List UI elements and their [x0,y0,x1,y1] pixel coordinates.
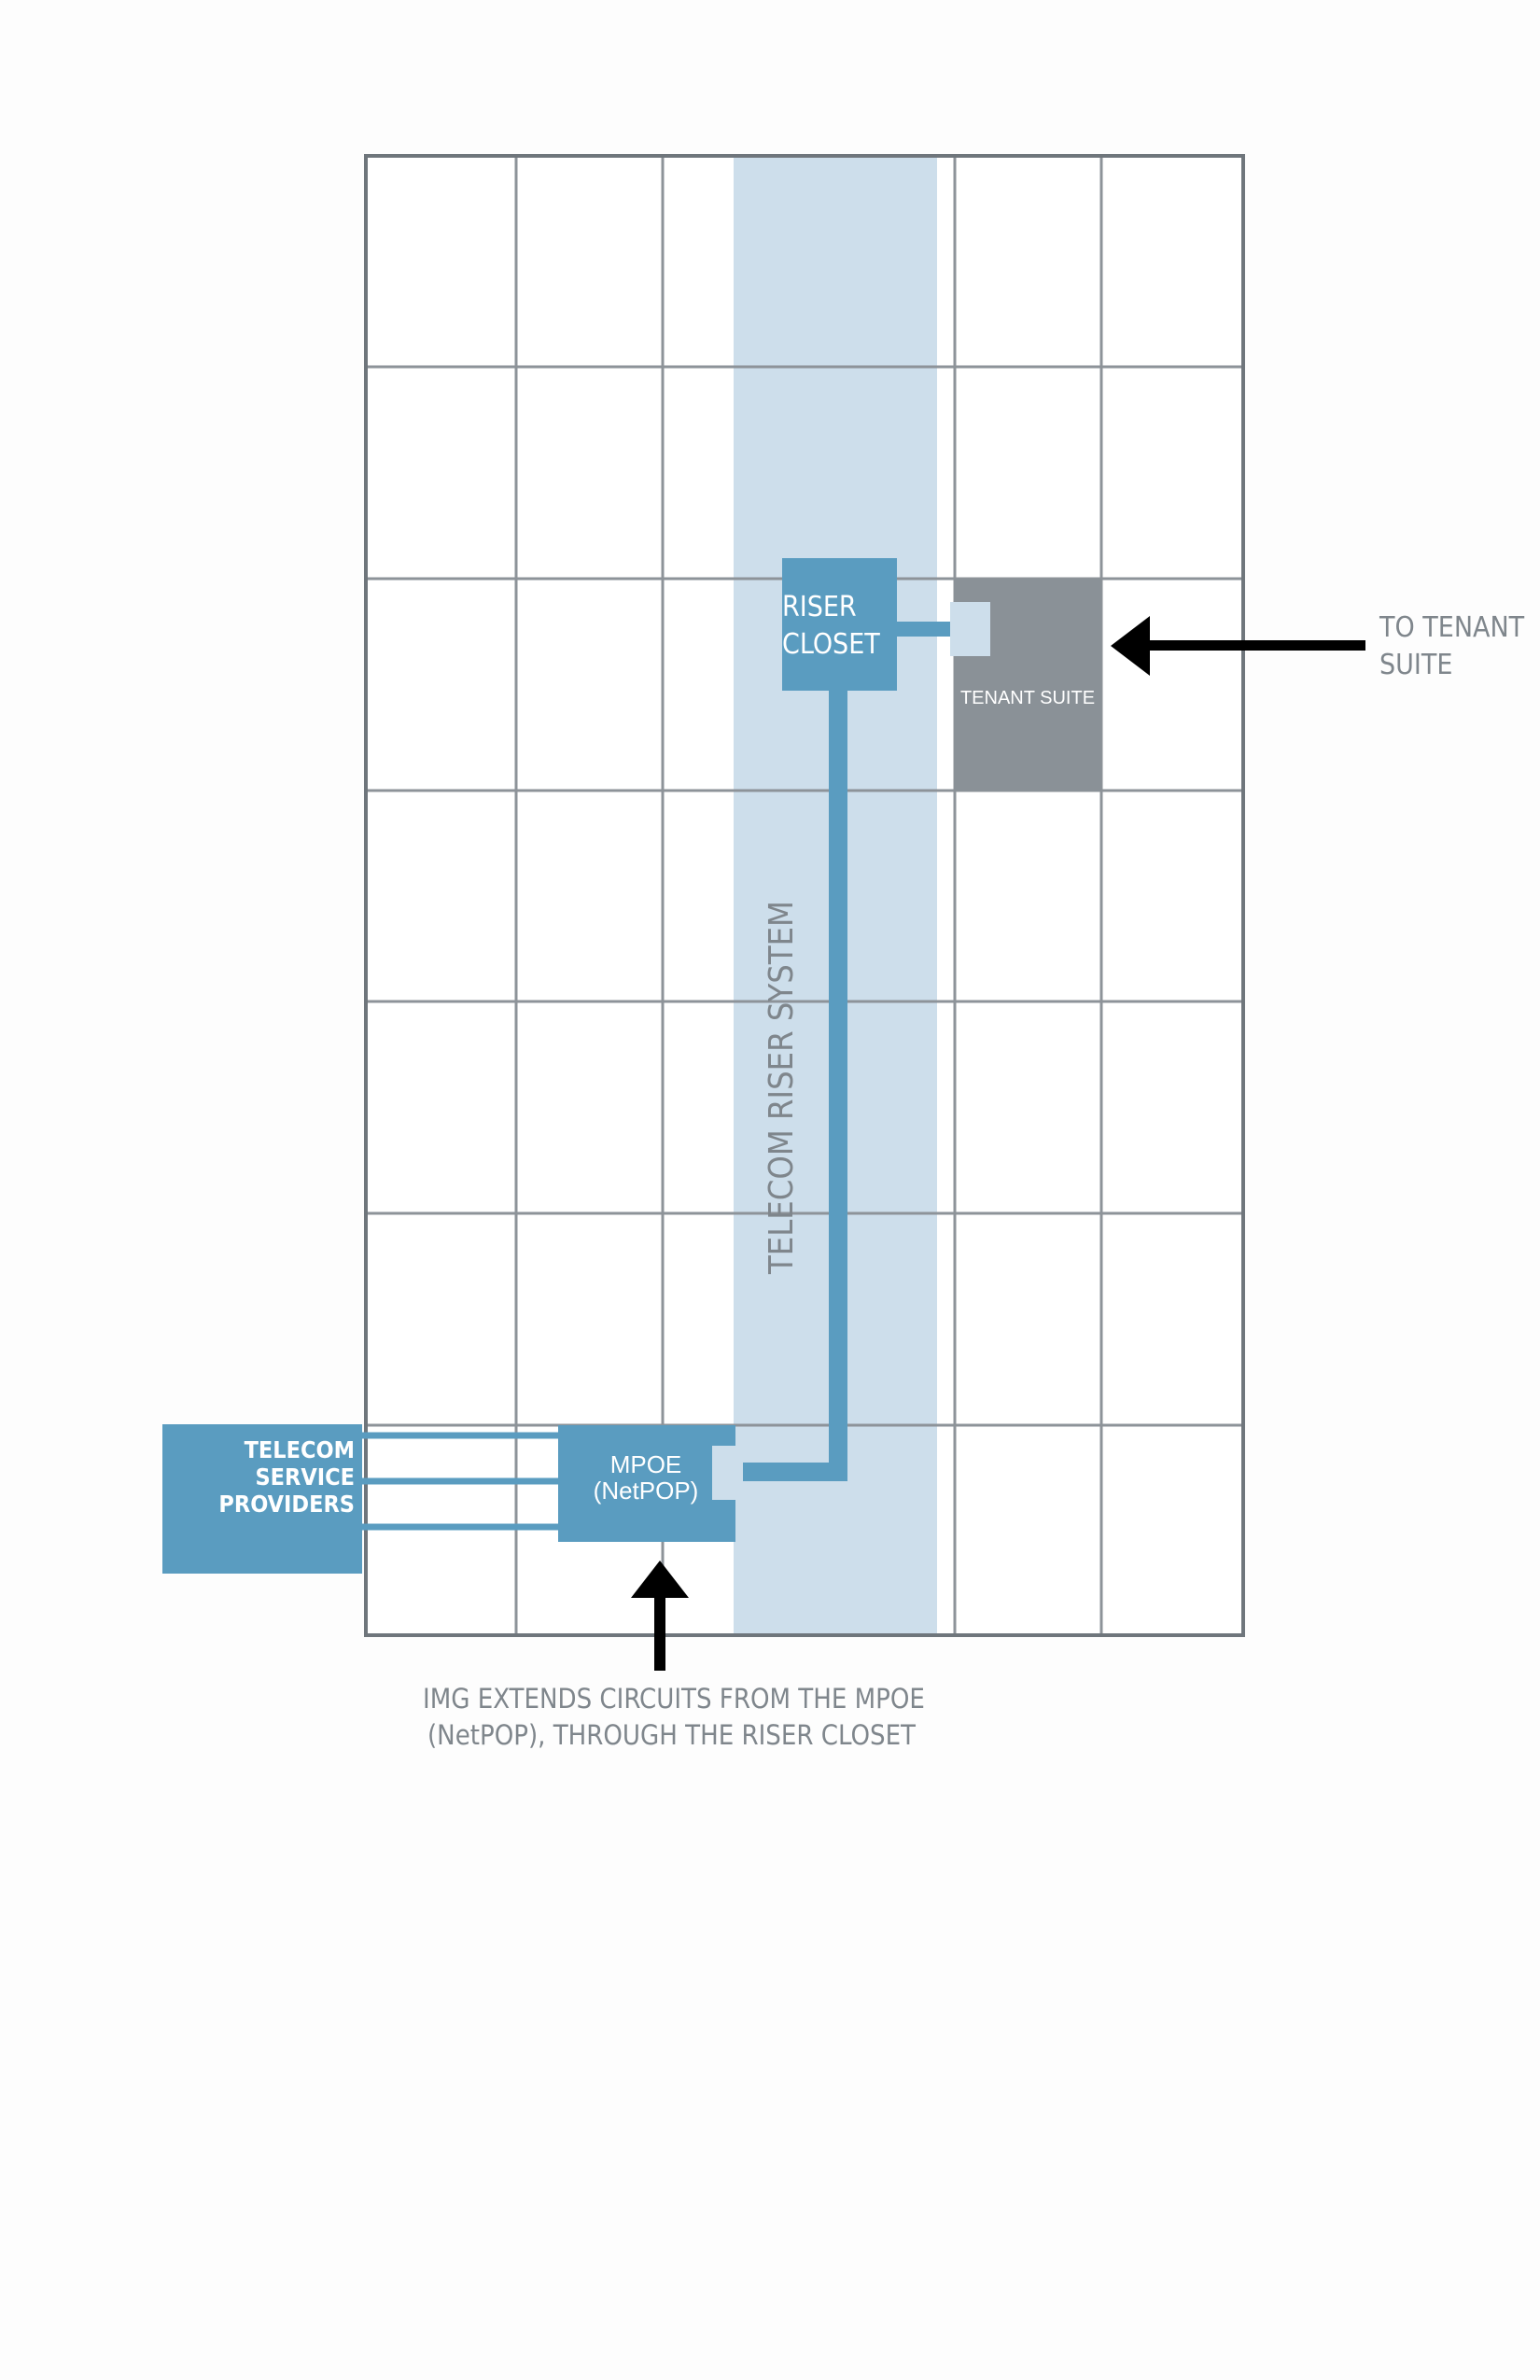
telecom-providers-line-2: SERVICE [255,1463,355,1491]
building-outline [364,154,1245,1637]
riser-cable [737,622,952,1481]
mpoe-netpop-label: (NetPOP) [594,1477,699,1505]
arrow-up-icon [631,1561,689,1671]
telecom-riser-system-label: TELECOM RISER SYSTEM [763,901,801,1275]
to-tenant-suite-line-1: TO TENANT [1379,611,1525,644]
telecom-service-providers-box [162,1424,362,1574]
telecom-providers-line-3: PROVIDERS [218,1491,355,1518]
mpoe-connector [712,1446,743,1500]
mpoe-label: MPOE [610,1450,682,1478]
to-tenant-suite-line-2: SUITE [1379,649,1452,681]
provider-lines [360,1432,560,1531]
riser-closet-line-1: RISER [782,591,857,623]
riser-closet-line-2: CLOSET [782,628,880,661]
mpoe-box [558,1425,735,1542]
tenant-suite-connector [950,602,990,656]
caption-line-2: (NetPOP), THROUGH THE RISER CLOSET [427,1719,917,1751]
caption-line-1: IMG EXTENDS CIRCUITS FROM THE MPOE [423,1683,925,1715]
riser-closet-box [782,558,897,691]
tenant-suite-label: TENANT SUITE [960,688,1095,708]
telecom-providers-line-1: TELECOM [245,1436,355,1463]
arrow-left-icon [1111,616,1365,676]
